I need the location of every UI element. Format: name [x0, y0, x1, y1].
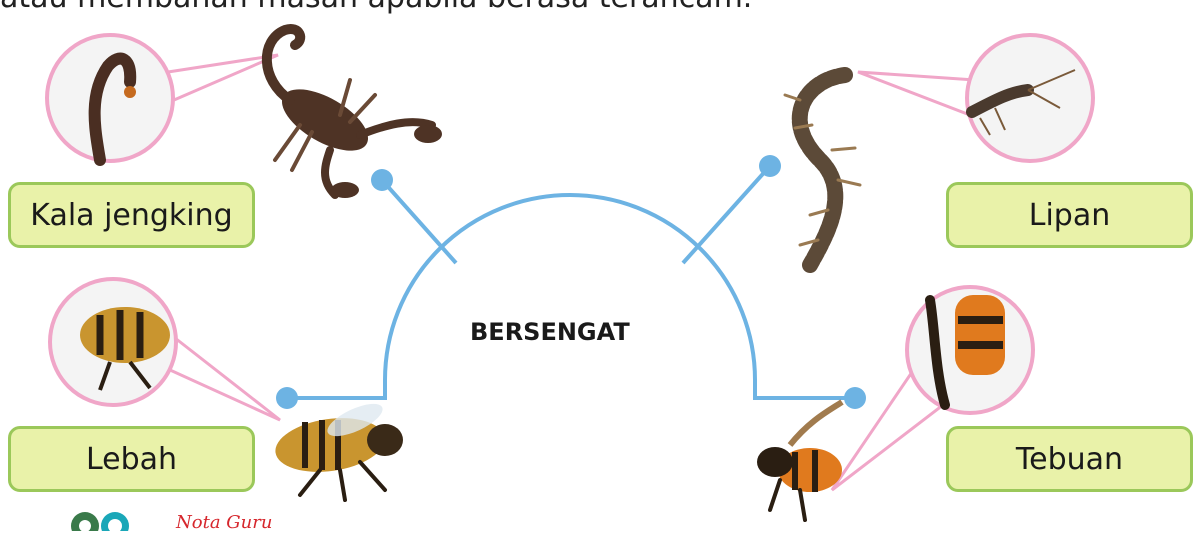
- label-hornet-text: Tebuan: [1015, 441, 1124, 477]
- connector-dot-scorpion: [371, 169, 393, 191]
- connector-scorpion: [380, 178, 458, 265]
- bee-icon: [48, 277, 403, 502]
- intro-text: atau membahan masan apabila berasa teran…: [0, 0, 1199, 15]
- center-label: BERSENGAT: [470, 318, 630, 346]
- logo-text: Nota Guru: [176, 512, 273, 533]
- gear-icon: [71, 512, 129, 531]
- centipede-icon: [783, 33, 1095, 273]
- connector-dot-centipede: [759, 155, 781, 177]
- label-scorpion-text: Kala jengking: [30, 197, 233, 233]
- central-arc: [383, 193, 757, 400]
- label-hornet: Tebuan: [946, 426, 1193, 492]
- label-bee-text: Lebah: [85, 441, 178, 477]
- connector-dot-hornet: [844, 387, 866, 409]
- scorpion-icon: [45, 24, 442, 199]
- label-centipede-text: Lipan: [1028, 197, 1111, 233]
- label-scorpion: Kala jengking: [8, 182, 255, 248]
- label-bee: Lebah: [8, 426, 255, 492]
- label-centipede: Lipan: [946, 182, 1193, 248]
- connector-centipede: [681, 164, 772, 265]
- hornet-icon: [757, 285, 1035, 522]
- connector-dot-bee: [276, 387, 298, 409]
